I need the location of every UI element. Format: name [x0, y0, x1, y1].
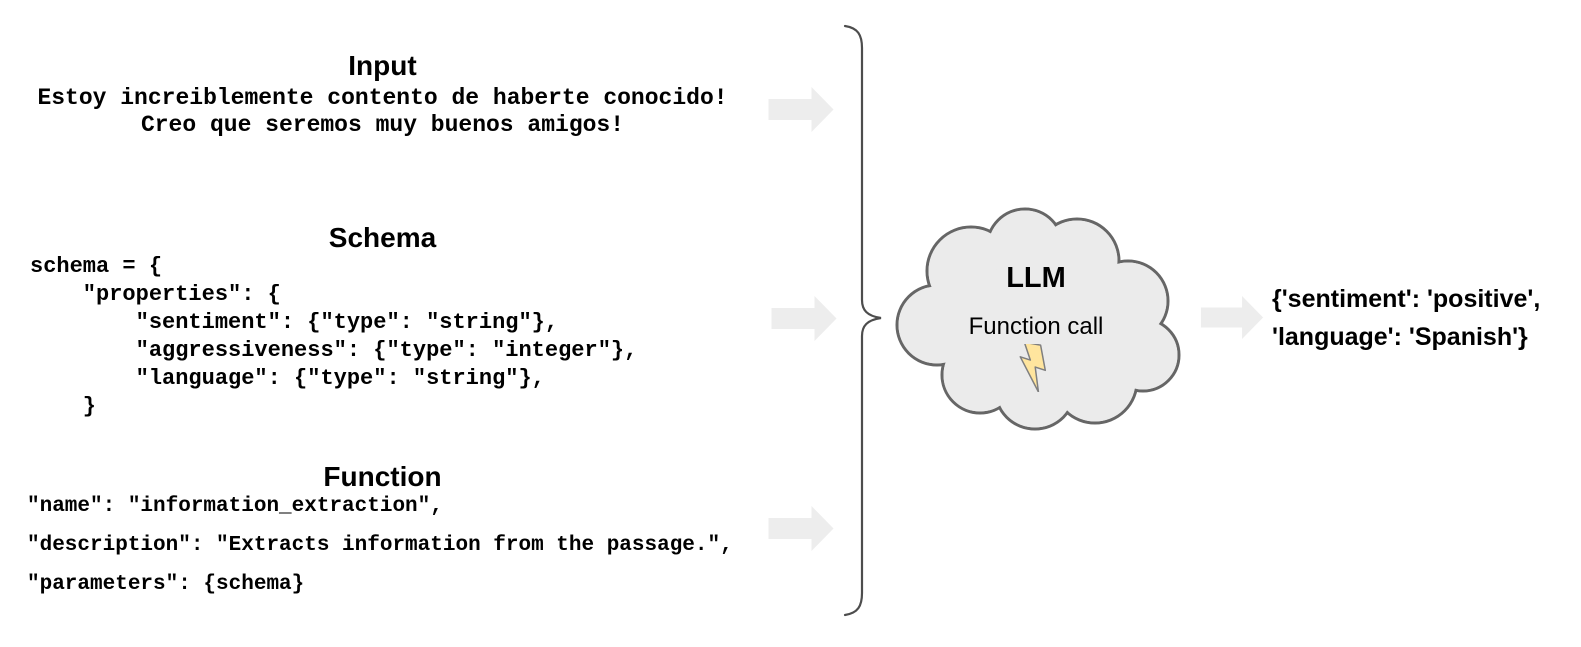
schema-section-title: Schema	[328, 222, 437, 253]
output-json: {'sentiment': 'positive', 'language': 'S…	[1272, 280, 1540, 356]
schema-code-line: "sentiment": {"type": "string"},	[30, 310, 559, 335]
output-json-line: 'language': 'Spanish'}	[1272, 323, 1528, 351]
function-code: "name": "information_extraction", "descr…	[27, 487, 733, 604]
input-text-line: Creo que seremos muy buenos amigos!	[140, 112, 625, 138]
flow-arrow-input-icon	[768, 87, 834, 132]
schema-code-line: "aggressiveness": {"type": "integer"},	[30, 338, 638, 363]
function-section-title: Function	[323, 461, 442, 492]
schema-code-line: }	[30, 394, 97, 419]
input-text-line: Estoy increiblemente contento de haberte…	[37, 85, 728, 111]
flow-arrow-schema-icon	[771, 296, 837, 341]
lightning-bolt-icon	[1019, 344, 1047, 392]
input-text: Estoy increiblemente contento de haberte…	[0, 85, 765, 139]
curly-brace	[843, 24, 882, 617]
output-json-line: {'sentiment': 'positive',	[1272, 285, 1541, 313]
schema-code-line: schema = {	[30, 254, 163, 279]
flow-arrow-output-icon	[1200, 296, 1264, 339]
function-code-line: "parameters": {schema}	[27, 573, 305, 596]
schema-code: schema = { "properties": { "sentiment": …	[30, 253, 637, 421]
llm-cloud	[895, 207, 1181, 431]
schema-code-line: "language": {"type": "string"},	[30, 366, 545, 391]
function-call-label: Function call	[968, 313, 1104, 340]
function-code-line: "name": "information_extraction",	[27, 495, 443, 518]
llm-label: LLM	[1006, 262, 1066, 294]
input-section-title: Input	[348, 50, 417, 81]
function-code-line: "description": "Extracts information fro…	[27, 534, 733, 557]
flow-arrow-function-icon	[768, 506, 834, 551]
schema-code-line: "properties": {	[30, 282, 281, 307]
